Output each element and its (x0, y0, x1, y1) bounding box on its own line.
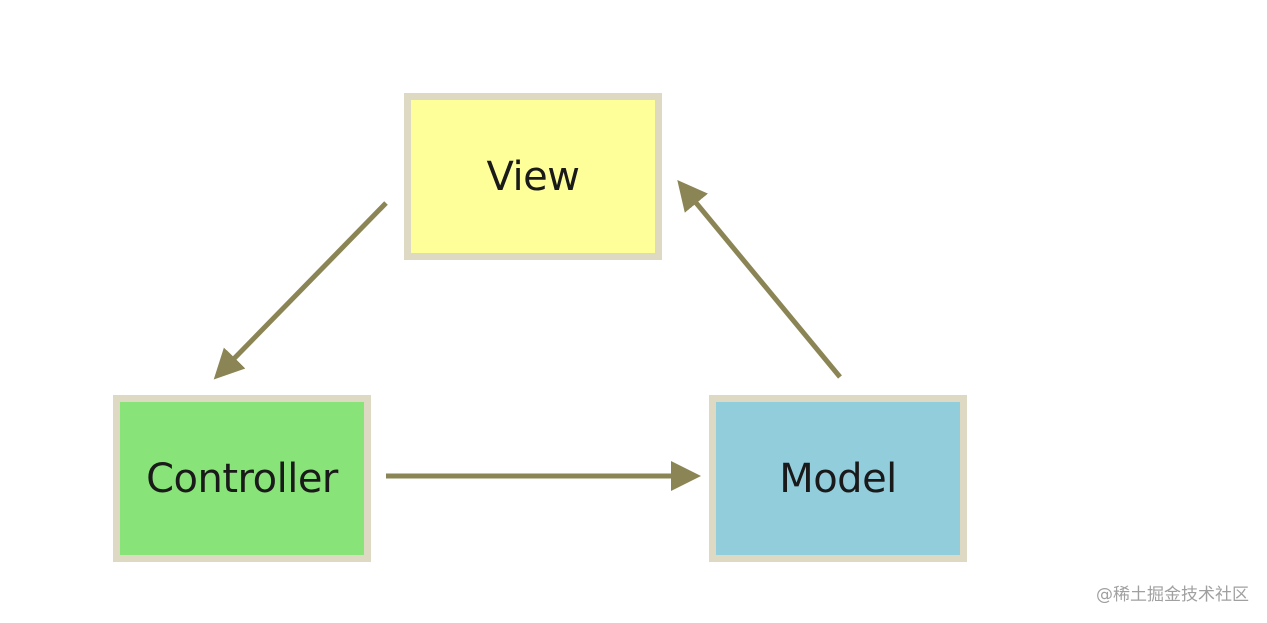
arrow-model-to-view (677, 180, 842, 379)
model-node: Model (709, 395, 967, 562)
controller-node: Controller (113, 395, 371, 562)
model-label: Model (779, 455, 897, 502)
view-node: View (404, 93, 662, 260)
controller-label: Controller (146, 455, 338, 502)
arrow-view-to-controller (213, 201, 388, 380)
view-label: View (486, 153, 580, 200)
watermark-text: @稀土掘金技术社区 (1096, 585, 1249, 605)
